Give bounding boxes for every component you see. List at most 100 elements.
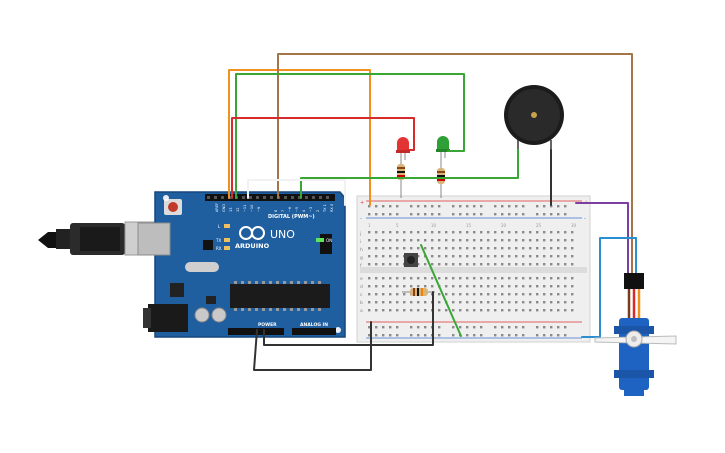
wire-green-led: [235, 73, 465, 199]
breadboard-hole: [494, 309, 497, 312]
breadboard-hole: [438, 255, 441, 258]
breadboard-hole: [410, 205, 413, 208]
breadboard-hole: [452, 205, 455, 208]
breadboard-hole: [501, 326, 504, 329]
breadboard-hole: [550, 293, 553, 296]
breadboard-hole: [564, 309, 567, 312]
breadboard-hole: [529, 231, 532, 234]
breadboard-hole: [480, 231, 483, 234]
breadboard-hole: [529, 247, 532, 250]
breadboard-hole: [564, 231, 567, 234]
breadboard-hole: [515, 239, 518, 242]
breadboard-hole: [480, 255, 483, 258]
breadboard-hole: [515, 205, 518, 208]
breadboard-hole: [396, 277, 399, 280]
breadboard-hole: [529, 263, 532, 266]
breadboard-hole: [438, 205, 441, 208]
breadboard-hole: [389, 239, 392, 242]
breadboard-hole: [445, 239, 448, 242]
pushbutton[interactable]: [404, 253, 418, 267]
row-letter: b: [360, 300, 363, 306]
breadboard-hole: [501, 277, 504, 280]
breadboard-hole: [494, 293, 497, 296]
row-letter: d: [360, 284, 363, 290]
breadboard-hole: [515, 277, 518, 280]
breadboard-hole: [536, 231, 539, 234]
breadboard-hole: [536, 277, 539, 280]
wires: [228, 53, 637, 371]
breadboard-hole: [550, 239, 553, 242]
breadboard-hole: [424, 277, 427, 280]
breadboard-hole: [550, 326, 553, 329]
breadboard-hole: [389, 247, 392, 250]
breadboard-hole: [466, 231, 469, 234]
breadboard-hole: [424, 231, 427, 234]
piezo-buzzer[interactable]: [504, 85, 564, 205]
breadboard-hole: [473, 263, 476, 266]
breadboard-hole: [410, 301, 413, 304]
breadboard-hole: [445, 263, 448, 266]
breadboard-hole: [508, 334, 511, 337]
breadboard-hole: [375, 247, 378, 250]
breadboard-hole: [473, 334, 476, 337]
breadboard-hole: [445, 231, 448, 234]
breadboard-hole: [480, 309, 483, 312]
breadboard-hole: [382, 213, 385, 216]
breadboard-hole: [536, 205, 539, 208]
breadboard-hole: [466, 309, 469, 312]
pin-label: 8: [274, 210, 278, 212]
green-led[interactable]: [436, 136, 450, 198]
breadboard-hole: [473, 277, 476, 280]
breadboard-hole: [375, 213, 378, 216]
resistor-green-led[interactable]: [437, 168, 445, 184]
breadboard-hole: [396, 309, 399, 312]
breadboard-hole: [508, 205, 511, 208]
resistor-button[interactable]: [402, 288, 435, 296]
power-label: POWER: [258, 322, 277, 328]
breadboard-hole: [396, 247, 399, 250]
breadboard-hole: [438, 213, 441, 216]
micro-servo[interactable]: [594, 273, 677, 396]
reset-button-cap[interactable]: [168, 202, 178, 212]
breadboard-hole: [480, 326, 483, 329]
led-label-rx: RX: [216, 246, 222, 251]
resistor-red-led[interactable]: [397, 164, 405, 180]
breadboard-hole: [536, 301, 539, 304]
led-label-on: ON: [326, 238, 332, 243]
breadboard-hole: [571, 301, 574, 304]
breadboard-hole: [508, 247, 511, 250]
breadboard-hole: [564, 301, 567, 304]
breadboard-hole: [487, 293, 490, 296]
breadboard-hole: [494, 231, 497, 234]
breadboard-hole: [529, 285, 532, 288]
breadboard-hole: [473, 213, 476, 216]
breadboard-hole: [389, 277, 392, 280]
breadboard-hole: [382, 255, 385, 258]
breadboard-hole: [438, 301, 441, 304]
breadboard-hole: [515, 285, 518, 288]
column-number: 25: [536, 223, 542, 228]
breadboard-hole: [396, 285, 399, 288]
breadboard-hole: [466, 277, 469, 280]
pin-label: 2: [316, 210, 320, 212]
breadboard-hole: [389, 231, 392, 234]
breadboard-hole: [550, 309, 553, 312]
breadboard-hole: [557, 231, 560, 234]
breadboard-hole: [480, 285, 483, 288]
breadboard-hole: [522, 263, 525, 266]
breadboard-hole: [550, 334, 553, 337]
breadboard-hole: [515, 255, 518, 258]
breadboard-hole: [508, 213, 511, 216]
pin-label: ~11: [243, 205, 247, 212]
breadboard-hole: [543, 263, 546, 266]
breadboard-hole: [382, 231, 385, 234]
wire-black-gnd-2: [253, 321, 372, 371]
breadboard-hole: [417, 277, 420, 280]
breadboard-hole: [382, 277, 385, 280]
breadboard-hole: [431, 231, 434, 234]
breadboard-hole: [424, 205, 427, 208]
breadboard-hole: [382, 205, 385, 208]
breadboard-hole: [480, 334, 483, 337]
breadboard-hole: [459, 293, 462, 296]
breadboard-hole: [368, 247, 371, 250]
